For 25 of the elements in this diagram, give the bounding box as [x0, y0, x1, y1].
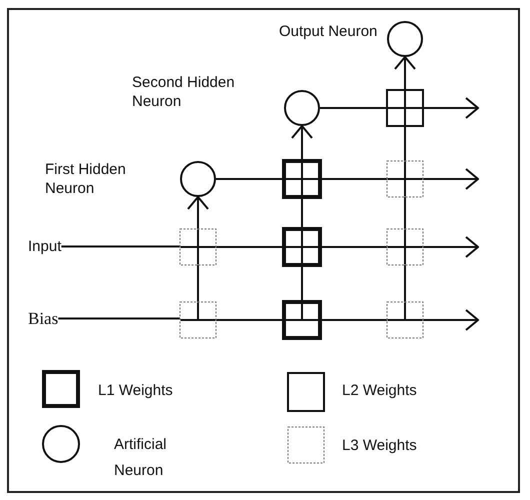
neuron-label: Second Hidden Neuron — [132, 73, 236, 111]
weight-square — [180, 228, 216, 266]
arrow — [423, 168, 479, 190]
weight-square — [282, 300, 322, 340]
weight-square — [386, 89, 424, 127]
row-label: Bias — [28, 309, 58, 328]
neuron-label: Output Neuron — [279, 22, 378, 41]
arrow — [291, 125, 313, 161]
weight-square — [386, 228, 424, 266]
weight-square — [386, 160, 424, 198]
arrow — [423, 309, 479, 331]
arrow — [423, 236, 479, 258]
arrow — [187, 196, 209, 229]
legend-label: L2 Weights — [342, 381, 417, 401]
legend-label: L3 Weights — [342, 436, 417, 456]
neuron-label: First Hidden Neuron — [45, 160, 127, 198]
legend-label: L1 Weights — [98, 381, 173, 401]
weight-square — [386, 302, 424, 338]
arrow — [423, 97, 479, 119]
weight-square — [180, 302, 216, 338]
row-label: Input — [28, 237, 62, 256]
arrow — [394, 56, 416, 90]
weight-square — [282, 227, 322, 267]
legend-label: Artificial Neuron — [114, 435, 168, 481]
weight-square — [282, 159, 322, 199]
